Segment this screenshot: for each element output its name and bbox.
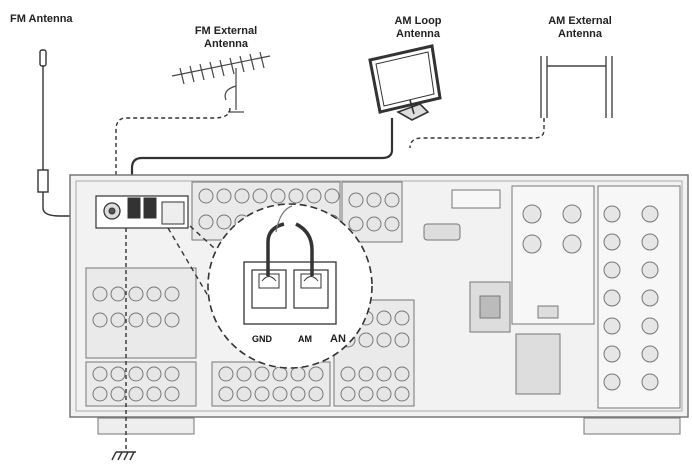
fm-external-antenna [171, 51, 271, 113]
am-external-antenna-label-line1: AM External [548, 15, 612, 27]
antenna-terminal-block [95, 195, 189, 229]
fm-external-antenna-label-line2: Antenna [204, 38, 249, 50]
am-external-antenna [540, 56, 613, 118]
am-external-antenna-label-line2: Antenna [558, 28, 603, 40]
fm-external-antenna-label-line1: FM External [195, 25, 257, 37]
am-external-dashed-lead [409, 118, 545, 149]
terminal-magnified-callout [167, 203, 373, 369]
fm-external-dashed-lead [115, 107, 231, 200]
ground-symbol-icon [111, 451, 135, 461]
fm-antenna [37, 49, 104, 217]
ground-wire [116, 228, 136, 453]
am-loop-cable [130, 118, 394, 198]
fm-antenna-label: FM Antenna [10, 13, 73, 25]
am-loop-antenna-label-line1: AM Loop [394, 15, 441, 27]
am-loop-antenna [368, 44, 442, 121]
am-terminal-label: AM [298, 334, 312, 344]
am-partial-label: AN [330, 333, 346, 345]
am-loop-antenna-label-line2: Antenna [396, 28, 441, 40]
gnd-terminal-label: GND [252, 334, 273, 344]
